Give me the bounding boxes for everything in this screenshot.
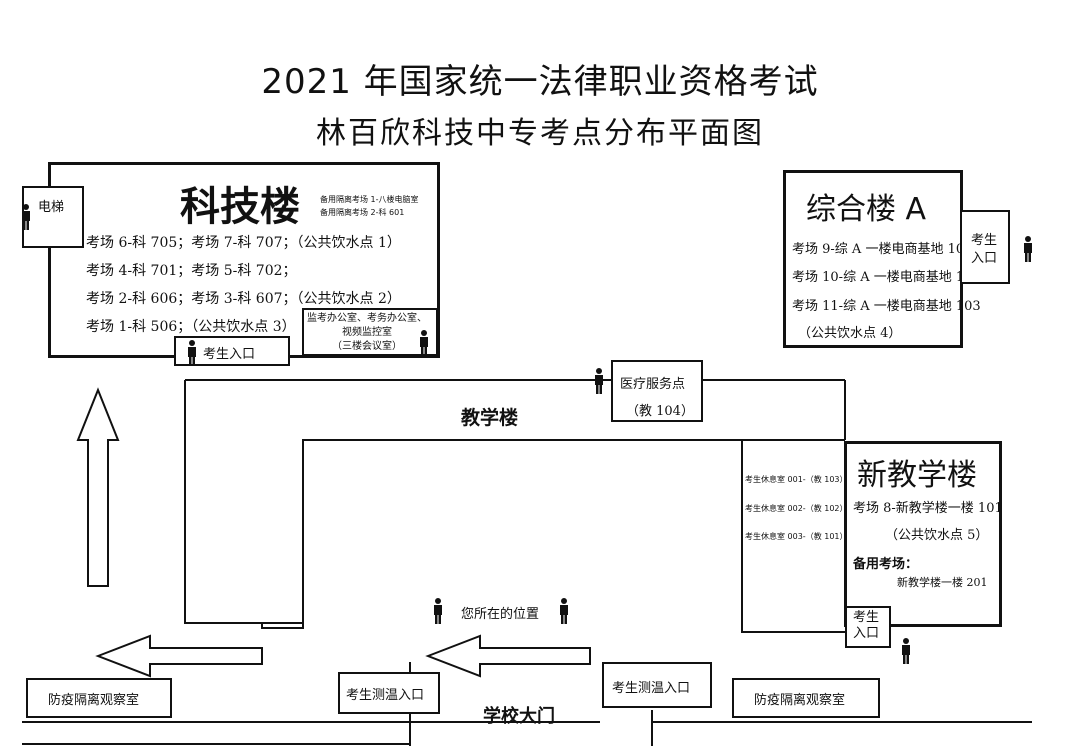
medical-box <box>611 360 703 422</box>
page-subtitle: 林百欣科技中专考点分布平面图 <box>316 116 764 151</box>
temp-check-right-label: 考生测温入口 <box>612 681 691 696</box>
keji-row-3: 考场 2-科 606；考场 3-科 607；（公共饮水点 2） <box>86 291 401 307</box>
arrow-up-icon <box>76 387 120 587</box>
medical-label: 医疗服务点 <box>620 377 686 392</box>
rest-room-1: 考生休息室 001-（教 103） <box>745 475 848 484</box>
person-icon <box>22 204 30 230</box>
office-label: 监考办公室、考务办公室、 视频监控室 （三楼会议室） <box>304 312 430 354</box>
temp-check-left <box>338 672 440 714</box>
teaching-building-bottom-left <box>185 609 303 623</box>
zonghe-entrance-line-1: 考生 <box>971 233 998 248</box>
office-line-2: 视频监控室 <box>342 327 392 338</box>
quarantine-room-left <box>26 678 172 718</box>
office-line-3: （三楼会议室） <box>332 341 402 352</box>
temp-check-left-label: 考生测温入口 <box>346 688 425 703</box>
xinjiao-entrance-line-2: 入口 <box>853 626 880 641</box>
person-icon <box>560 598 568 624</box>
person-icon <box>902 638 910 664</box>
zonghe-row-2: 考场 10-综 A 一楼电商基地 102 <box>792 270 981 285</box>
keji-row-4: 考场 1-科 506；（公共饮水点 3） <box>86 319 296 335</box>
person-icon <box>595 368 603 394</box>
keji-backup-room-1: 备用隔离考场 1-八楼电脑室 <box>320 195 419 204</box>
keji-entrance-label: 考生入口 <box>203 347 256 362</box>
rest-room-2: 考生休息室 002-（教 102） <box>745 504 848 513</box>
you-are-here-label: 您所在的位置 <box>461 607 540 622</box>
zonghe-entrance-line-2: 入口 <box>971 251 998 266</box>
xinjiao-water-point: （公共饮水点 5） <box>885 528 989 543</box>
xinjiao-entrance-box <box>845 606 891 648</box>
xinjiao-exam-room: 考场 8-新教学楼一楼 101 <box>853 501 1003 516</box>
person-icon <box>434 598 442 624</box>
xinjiao-building <box>844 441 1002 627</box>
temp-check-right <box>602 662 712 708</box>
rest-room-3: 考生休息室 003-（教 101） <box>745 532 848 541</box>
keji-row-2: 考场 4-科 701；考场 5-科 702； <box>86 263 297 279</box>
school-gate-label: 学校大门 <box>483 706 555 727</box>
xinjiao-entrance-line-1: 考生 <box>853 610 880 625</box>
keji-row-1: 考场 6-科 705；考场 7-科 707；（公共饮水点 1） <box>86 235 401 251</box>
office-line-1: 监考办公室、考务办公室、 <box>307 313 427 324</box>
teaching-building-corridor-right <box>741 440 848 633</box>
xinjiao-entrance-label: 考生 入口 <box>853 610 879 642</box>
xinjiao-backup-room: 新教学楼一楼 201 <box>897 576 988 589</box>
quarantine-room-right-label: 防疫隔离观察室 <box>754 693 846 708</box>
xinjiao-building-name: 新教学楼 <box>857 458 977 493</box>
page-title: 2021 年国家统一法律职业资格考试 <box>261 62 819 102</box>
quarantine-room-left-label: 防疫隔离观察室 <box>48 693 140 708</box>
medical-room: （教 104） <box>626 404 694 419</box>
keji-backup-room-2: 备用隔离考场 2-科 601 <box>320 208 405 217</box>
zonghe-row-3: 考场 11-综 A 一楼电商基地 103 <box>792 299 981 314</box>
keji-building-name: 科技楼 <box>180 183 300 230</box>
xinjiao-backup-label: 备用考场： <box>853 557 919 572</box>
zonghe-entrance-label: 考生 入口 <box>971 232 997 268</box>
person-icon <box>188 340 196 366</box>
office-box <box>302 308 438 356</box>
zonghe-row-4: （公共饮水点 4） <box>798 326 902 341</box>
arrow-left-icon <box>425 634 591 678</box>
elevator-box <box>22 186 84 248</box>
zonghe-building-name: 综合楼 A <box>806 192 927 227</box>
person-icon <box>420 330 428 356</box>
quarantine-room-right <box>732 678 880 718</box>
zonghe-row-1: 考场 9-综 A 一楼电商基地 101 <box>792 242 973 257</box>
zonghe-entrance-box <box>960 210 1010 284</box>
person-icon <box>1024 236 1032 262</box>
arrow-left-icon <box>95 634 263 678</box>
teaching-building-name: 教学楼 <box>461 407 519 429</box>
elevator-label: 电梯 <box>38 200 65 215</box>
